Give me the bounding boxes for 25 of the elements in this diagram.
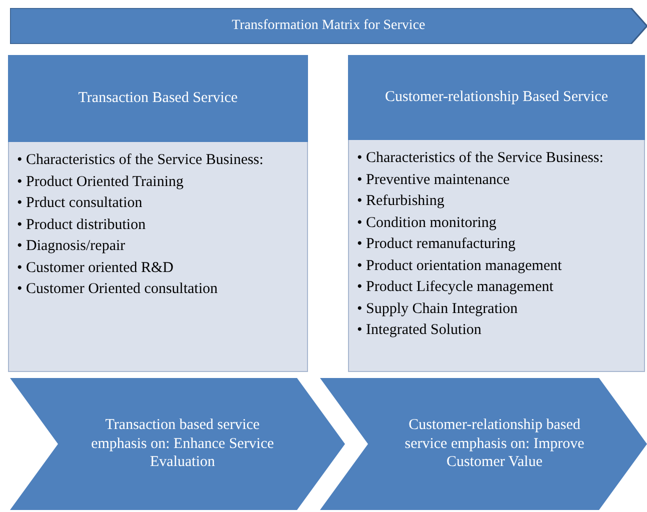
bullet-item: • Product remanufacturing bbox=[357, 235, 517, 254]
header-box bbox=[348, 55, 645, 140]
bullet-item: • Customer Oriented consultation bbox=[17, 280, 219, 299]
list-panel bbox=[8, 142, 308, 372]
bullet-item: • Product Lifecycle management bbox=[357, 278, 554, 297]
bullet-item: • Product orientation management bbox=[357, 256, 563, 276]
bullet-item: • Integrated Solution bbox=[357, 321, 482, 340]
bullet-item: • Characteristics of the Service Business: bbox=[17, 151, 264, 170]
header-box bbox=[8, 55, 308, 142]
bullet-item: • Characteristics of the Service Business: bbox=[357, 149, 604, 168]
bullet-item: • Preventive maintenance bbox=[357, 170, 511, 190]
bullet-item: • Product Oriented Training bbox=[17, 172, 184, 192]
title-text: Transformation Matrix for Service bbox=[232, 17, 426, 35]
bullet-item: • Condition monitoring bbox=[357, 214, 498, 232]
header-text: Transaction Based Service bbox=[78, 90, 238, 107]
bullet-item: • Refurbishing bbox=[357, 192, 446, 211]
bullet-item: • Customer oriented R&D bbox=[17, 258, 174, 278]
bullet-item: • Prduct consultation bbox=[17, 194, 144, 213]
bullet-item: • Product distribution bbox=[17, 216, 147, 234]
list-panel bbox=[348, 140, 645, 372]
bullet-item: • Supply Chain Integration bbox=[357, 300, 519, 318]
chevron-text: Transaction based service emphasis on: Enhance Service Evaluation bbox=[90, 416, 275, 472]
chevron-text: Customer-relationship based service emphasis on: Improve Customer Value bbox=[404, 416, 586, 472]
header-text: Customer-relationship Based Service bbox=[385, 89, 608, 106]
bullet-item: • Diagnosis/repair bbox=[17, 237, 126, 256]
